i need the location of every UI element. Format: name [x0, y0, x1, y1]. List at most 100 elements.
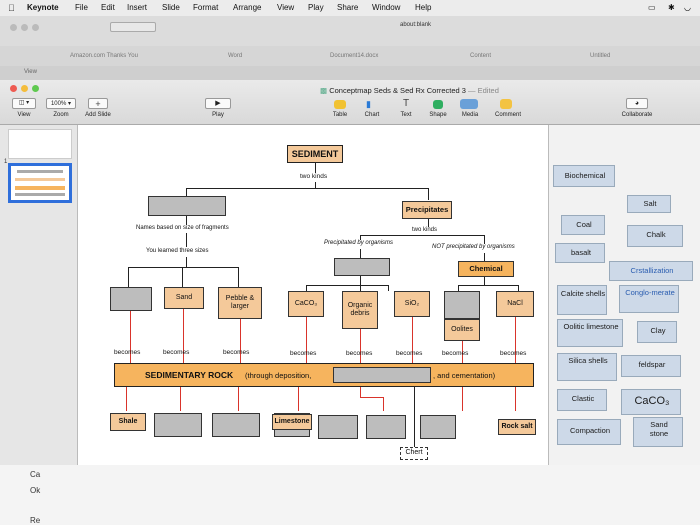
- word-tile-basalt[interactable]: basalt: [555, 243, 605, 263]
- menu-arrange[interactable]: Arrange: [233, 3, 262, 12]
- background-document: Ca Ok Re: [0, 465, 700, 525]
- menu-format[interactable]: Format: [193, 3, 219, 12]
- sio2-box[interactable]: SiO₂: [394, 291, 430, 317]
- bg-tab[interactable]: Untitled: [590, 53, 611, 59]
- bg-tab[interactable]: Document14.docx: [330, 53, 379, 59]
- menu-file[interactable]: File: [75, 3, 88, 12]
- blank-box-clastic[interactable]: [148, 196, 226, 216]
- slide-thumbnail[interactable]: [8, 129, 72, 159]
- red-arrow: [298, 387, 299, 411]
- oolites-box[interactable]: Oolites: [444, 319, 480, 341]
- blank-box-chemical-1[interactable]: [444, 291, 480, 319]
- organic-debris-box[interactable]: Organic debris: [342, 291, 378, 329]
- slide-navigator: 1: [0, 125, 78, 465]
- word-tile-clay[interactable]: Clay: [637, 321, 677, 343]
- blank-box-biochemical[interactable]: [334, 258, 390, 276]
- menu-play[interactable]: Play: [308, 3, 324, 12]
- zoom-label: Zoom: [53, 112, 69, 118]
- word-tile-calcite-shells[interactable]: Calcite shells: [557, 285, 607, 315]
- blank-box-rock-5[interactable]: [366, 415, 406, 439]
- apple-icon[interactable]: : [8, 3, 15, 13]
- menu-window[interactable]: Window: [372, 3, 401, 12]
- word-tile-coal[interactable]: Coal: [561, 215, 605, 235]
- add-slide-button[interactable]: +: [88, 98, 108, 109]
- word-tile-chalk[interactable]: Chalk: [627, 225, 683, 247]
- airplay-icon[interactable]: ▭: [648, 3, 656, 12]
- bg-tab[interactable]: Content: [470, 53, 492, 59]
- view-button[interactable]: ◫ ▾: [12, 98, 36, 109]
- becomes-label: becomes: [500, 350, 527, 357]
- word-tile-conglomerate[interactable]: Conglo-merate: [619, 285, 679, 313]
- word-tile-silica-shells[interactable]: Silica shells: [557, 353, 617, 381]
- menu-slide[interactable]: Slide: [162, 3, 180, 12]
- rock-salt-box[interactable]: Rock salt: [498, 419, 536, 435]
- sand-box[interactable]: Sand: [164, 287, 204, 309]
- sediment-title-box[interactable]: SEDIMENT: [287, 145, 343, 163]
- menu-edit[interactable]: Edit: [101, 3, 115, 12]
- word-label: CaCO₃: [634, 395, 670, 407]
- bg-tab[interactable]: Word: [228, 53, 243, 59]
- becomes-label: becomes: [290, 350, 317, 357]
- zoom-window-icon[interactable]: [32, 85, 39, 92]
- connector: [238, 267, 239, 287]
- word-tile-crystallization[interactable]: Crstallization: [609, 261, 693, 281]
- word-tile-feldspar[interactable]: feldspar: [621, 355, 681, 377]
- chert-box[interactable]: Chert: [400, 447, 428, 460]
- pebble-box[interactable]: Pebble & larger: [218, 287, 262, 319]
- word-tile-salt[interactable]: Salt: [627, 195, 671, 213]
- comment-icon[interactable]: [500, 99, 512, 109]
- two-kinds-label: two kinds: [300, 173, 328, 180]
- close-icon[interactable]: [10, 85, 17, 92]
- chart-label: Chart: [364, 112, 380, 118]
- blank-box-rock-1[interactable]: [154, 413, 202, 437]
- connector: [315, 163, 316, 173]
- wifi-icon[interactable]: ◡: [684, 3, 691, 12]
- bg-tab[interactable]: Amazon.com Thanks You: [70, 53, 138, 59]
- word-tile-compaction[interactable]: Compaction: [557, 419, 621, 445]
- word-tile-clastic[interactable]: Clastic: [557, 389, 607, 411]
- media-icon[interactable]: [460, 99, 478, 109]
- menu-app-name[interactable]: Keynote: [27, 3, 59, 12]
- plus-icon: +: [95, 99, 101, 109]
- collaborate-button[interactable]: ◕: [626, 98, 648, 109]
- menu-share[interactable]: Share: [337, 3, 359, 12]
- bluetooth-icon[interactable]: ✱: [668, 3, 675, 12]
- word-label: Compaction: [569, 426, 611, 435]
- chart-icon[interactable]: ▮: [366, 99, 371, 109]
- text-label: Text: [400, 112, 412, 118]
- shale-box[interactable]: Shale: [110, 413, 146, 431]
- minimize-icon[interactable]: [21, 85, 28, 92]
- slide-thumbnail-selected[interactable]: [8, 163, 72, 203]
- browser-nav-buttons[interactable]: [110, 22, 156, 32]
- menu-insert[interactable]: Insert: [127, 3, 148, 12]
- menu-help[interactable]: Help: [415, 3, 432, 12]
- blank-box-clay[interactable]: [110, 287, 152, 311]
- shape-icon[interactable]: [433, 100, 443, 109]
- table-icon[interactable]: [334, 100, 346, 109]
- play-button[interactable]: ▶: [205, 98, 231, 109]
- blank-box-rock-4[interactable]: [318, 415, 358, 439]
- caco3-box[interactable]: CaCO₃: [288, 291, 324, 317]
- address-bar[interactable]: about:blank: [400, 22, 432, 28]
- chemical-box[interactable]: Chemical: [458, 261, 514, 277]
- precipitates-box[interactable]: Precipitates: [402, 201, 452, 219]
- blank-box-rock-6[interactable]: [420, 415, 456, 439]
- word-tile-caco3[interactable]: CaCO₃: [621, 389, 681, 415]
- collaborate-label: Collaborate: [621, 112, 653, 118]
- limestone-box[interactable]: Limestone: [272, 414, 312, 430]
- zoom-select[interactable]: 100% ▾: [46, 98, 76, 109]
- red-arrow: [462, 341, 463, 363]
- sedimentary-rock-bar[interactable]: SEDIMENTARY ROCK (through deposition, , …: [114, 363, 534, 387]
- slide-canvas[interactable]: SEDIMENT two kinds Precipitates Names ba…: [78, 125, 548, 470]
- word-tile-biochemical[interactable]: Biochemical: [553, 165, 615, 187]
- blank-box-compaction[interactable]: [333, 367, 431, 383]
- text-icon[interactable]: T: [402, 98, 410, 109]
- blank-box-rock-2[interactable]: [212, 413, 260, 437]
- media-label: Media: [461, 112, 479, 118]
- nacl-box[interactable]: NaCl: [496, 291, 534, 317]
- menu-view[interactable]: View: [277, 3, 295, 12]
- precipitated-organisms-label: Precipitated by organisms: [324, 240, 394, 246]
- word-tile-sandstone[interactable]: Sand stone: [633, 417, 683, 447]
- word-tile-oolitic-limestone[interactable]: Oolitic limestone: [557, 319, 623, 347]
- traffic-lights: [10, 85, 50, 93]
